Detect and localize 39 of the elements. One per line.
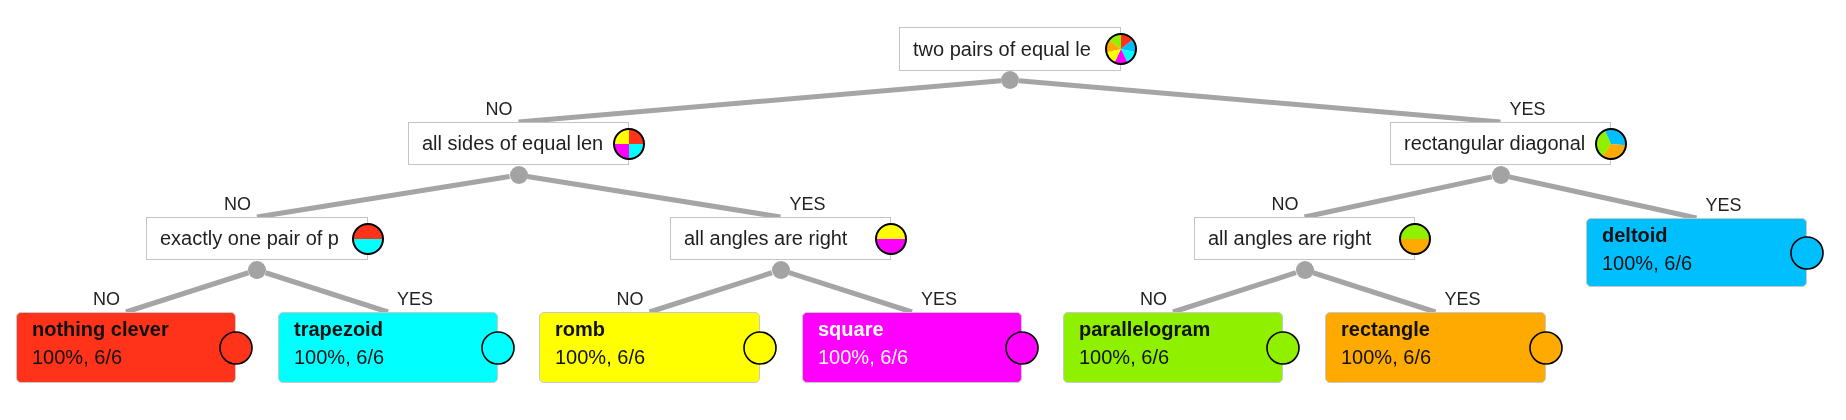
decision-box [146, 217, 368, 260]
branch-dot [248, 261, 266, 279]
class-name: parallelogram [1079, 318, 1211, 341]
accuracy-text: 100%, 6/6 [555, 346, 646, 369]
branch-dot [1295, 261, 1314, 279]
question-text: rectangular diagonal [1404, 132, 1586, 155]
decision-box [899, 27, 1121, 71]
leaf-box [539, 312, 760, 383]
class-name: romb [555, 318, 605, 341]
branch-dot [771, 261, 790, 279]
class-name: trapezoid [294, 318, 383, 341]
question-text: all angles are right [1208, 227, 1372, 250]
accuracy-text: 100%, 6/6 [1602, 252, 1693, 275]
accuracy-text: 100%, 6/6 [294, 346, 385, 369]
leaf-box [1586, 218, 1807, 287]
question-text: exactly one pair of p [160, 227, 339, 250]
leaf-box [1063, 312, 1283, 383]
leaf-box [278, 312, 498, 383]
accuracy-text: 100%, 6/6 [32, 346, 123, 369]
decision-box [1194, 217, 1415, 260]
accuracy-text: 100%, 6/6 [818, 346, 909, 369]
leaf-box [802, 312, 1022, 383]
branch-dot [1001, 71, 1019, 89]
decision-box [408, 122, 629, 165]
branch-dot [509, 166, 528, 184]
class-name: deltoid [1602, 224, 1668, 247]
class-name: rectangle [1341, 318, 1430, 341]
accuracy-text: 100%, 6/6 [1341, 346, 1432, 369]
question-text: all angles are right [684, 227, 848, 250]
class-name: nothing clever [32, 318, 169, 341]
accuracy-text: 100%, 6/6 [1079, 346, 1170, 369]
decision-box [1390, 122, 1611, 165]
leaf-box [16, 312, 236, 383]
decision-box [670, 217, 891, 260]
question-text: two pairs of equal le [913, 37, 1091, 61]
leaf-box [1325, 312, 1546, 383]
branch-dot [1491, 166, 1510, 184]
question-text: all sides of equal len [422, 132, 604, 155]
class-name: square [818, 318, 884, 341]
